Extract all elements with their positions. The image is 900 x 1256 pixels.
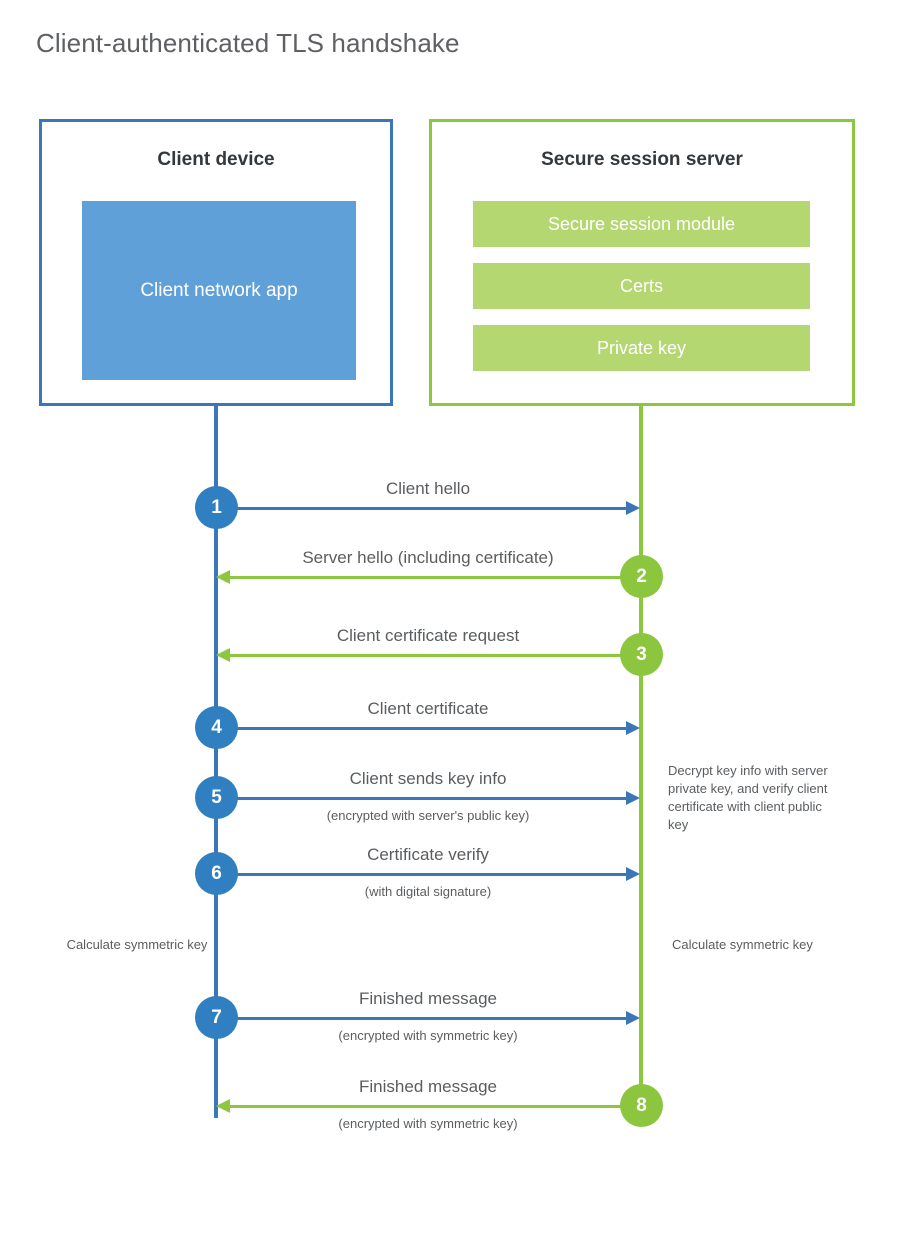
message-label-1: Client hello	[385, 479, 471, 498]
step-badge-2: 2	[620, 555, 663, 598]
message-label-2: Server hello (including certificate)	[302, 548, 554, 567]
server-module-private-key: Private key	[473, 325, 810, 371]
page-title: Client-authenticated TLS handshake	[36, 28, 460, 58]
message-arrow-3	[225, 654, 641, 657]
server-module-certs: Certs	[473, 263, 810, 309]
message-arrow-1	[216, 507, 630, 510]
message-label-6: Certificate verify	[367, 845, 489, 864]
message-label-7: Finished message	[359, 989, 497, 1008]
message-label-8: Finished message	[359, 1077, 497, 1096]
arrow-head-left-icon	[216, 648, 230, 662]
server-lifeline	[639, 403, 643, 1118]
server-decrypt-note: Decrypt key info with server private key…	[668, 763, 828, 832]
server-module-secure-session-module: Secure session module	[473, 201, 810, 247]
arrow-head-left-icon	[216, 570, 230, 584]
arrow-head-right-icon	[626, 501, 640, 515]
step-badge-8: 8	[620, 1084, 663, 1127]
message-sublabel-5: (encrypted with server's public key)	[326, 808, 530, 823]
client-lifeline	[214, 403, 218, 1118]
message-arrow-6	[216, 873, 630, 876]
step-badge-7: 7	[195, 996, 238, 1039]
message-label-3: Client certificate request	[336, 626, 520, 645]
step-badge-1: 1	[195, 486, 238, 529]
message-arrow-5	[216, 797, 630, 800]
client-calculate-symmetric-key-note: Calculate symmetric key	[66, 937, 208, 952]
arrow-head-left-icon	[216, 1099, 230, 1113]
message-sublabel-8: (encrypted with symmetric key)	[338, 1116, 518, 1131]
client-network-app-block: Client network app	[82, 201, 356, 380]
message-label-4: Client certificate	[367, 699, 489, 718]
message-arrow-8	[225, 1105, 641, 1108]
server-calculate-symmetric-key-note: Calculate symmetric key	[672, 937, 813, 952]
arrow-head-right-icon	[626, 791, 640, 805]
message-arrow-4	[216, 727, 630, 730]
message-arrow-2	[225, 576, 641, 579]
secure-session-server-title: Secure session server	[541, 149, 743, 170]
arrow-head-right-icon	[626, 867, 640, 881]
arrow-head-right-icon	[626, 721, 640, 735]
step-badge-6: 6	[195, 852, 238, 895]
step-badge-5: 5	[195, 776, 238, 819]
client-device-box: Client device Client network app	[39, 119, 393, 406]
step-badge-4: 4	[195, 706, 238, 749]
arrow-head-right-icon	[626, 1011, 640, 1025]
message-arrow-7	[216, 1017, 630, 1020]
client-device-title: Client device	[157, 149, 275, 170]
step-badge-3: 3	[620, 633, 663, 676]
message-sublabel-7: (encrypted with symmetric key)	[338, 1028, 518, 1043]
secure-session-server-box: Secure session server Secure session mod…	[429, 119, 855, 406]
message-sublabel-6: (with digital signature)	[364, 884, 492, 899]
message-label-5: Client sends key info	[349, 769, 507, 788]
